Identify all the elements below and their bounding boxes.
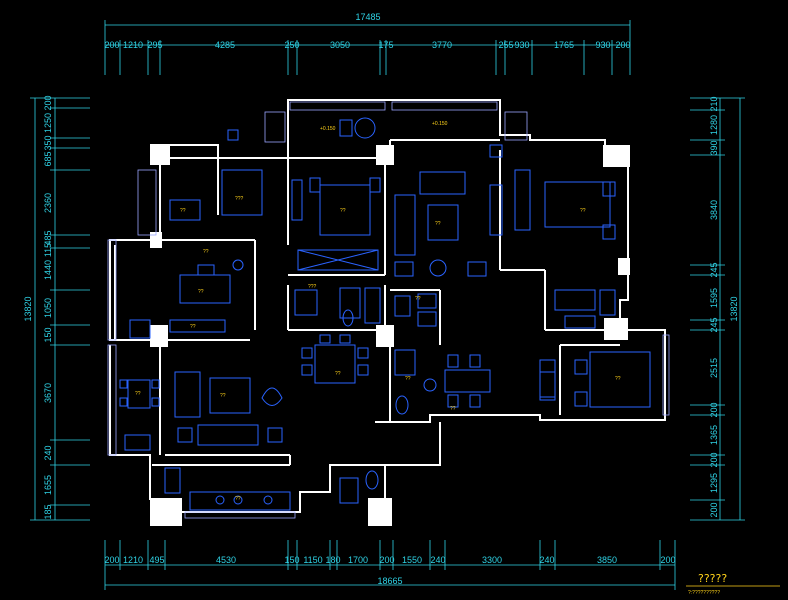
dim-bottom-seg: 180: [325, 555, 340, 565]
dim-right-seg: 200: [709, 452, 719, 467]
room-label: ??: [450, 406, 456, 412]
dim-left-seg: 1655: [43, 475, 53, 495]
dim-left-seg: 240: [43, 445, 53, 460]
dim-left-seg: 150: [43, 327, 53, 342]
dim-bottom-seg: 3300: [482, 555, 502, 565]
dim-right-seg: 1595: [709, 288, 719, 308]
dim-right-seg: 1365: [709, 425, 719, 445]
room-label: ??: [180, 208, 186, 214]
dim-top-seg: 3770: [432, 40, 452, 50]
dim-bottom-seg: 1150: [303, 555, 322, 565]
dim-top-seg: 250: [284, 40, 299, 50]
dim-bottom-seg: 150: [284, 555, 299, 565]
dim-left-total: 13820: [23, 296, 33, 321]
room-label: ??: [615, 376, 621, 382]
dim-right-seg: 390: [709, 140, 719, 155]
room-label: ??: [198, 289, 204, 295]
dim-left-seg: 1440: [43, 260, 53, 280]
dim-top-segments: 200 1210 295 4285 250 3050 175 3770 255 …: [104, 40, 630, 50]
dim-right-seg: 245: [709, 262, 719, 277]
room-label: ??: [203, 249, 209, 255]
room-label: ??: [135, 391, 141, 397]
dim-left-seg: 485: [43, 230, 53, 245]
room-label: ???: [308, 284, 317, 290]
title-stamp: ????? ?:??????????: [686, 572, 780, 596]
room-label: ??: [190, 324, 196, 330]
dimension-lines: [30, 20, 745, 590]
dim-bottom-total: 18665: [377, 576, 402, 586]
dim-bottom-seg: 1550: [402, 555, 422, 565]
room-label: ??: [435, 221, 441, 227]
dim-bottom-seg: 3850: [597, 555, 617, 565]
dim-bottom-segments: 200 1210 495 4530 150 1150 180 1700 200 …: [104, 555, 675, 565]
level-mark: +0.150: [320, 126, 336, 132]
dim-top-seg: 200: [104, 40, 119, 50]
dim-top-seg: 930: [514, 40, 529, 50]
dim-left-seg: 115: [43, 243, 53, 257]
dim-bottom-seg: 240: [539, 555, 554, 565]
room-label: ??: [335, 371, 341, 377]
stamp-title: ?????: [698, 572, 727, 585]
dim-bottom-seg: 1700: [348, 555, 368, 565]
dim-right-seg: 200: [709, 402, 719, 417]
dim-right-seg: 3840: [709, 200, 719, 220]
dim-bottom-seg: 240: [430, 555, 445, 565]
dim-top-seg: 930: [595, 40, 610, 50]
room-labels: +0.150 +0.150 ?? ?? ??? ?? ?? ?? ??? ?? …: [135, 121, 621, 502]
room-label: ??: [340, 208, 346, 214]
room-label: ??: [405, 376, 411, 382]
dim-left-segments: 200 1250 350 685 2360 485 115 1440 1050 …: [43, 95, 53, 519]
furniture: [119, 117, 651, 511]
dim-right-seg: 210: [709, 96, 719, 111]
dim-top-seg: 1210: [123, 40, 143, 50]
windows: [107, 101, 670, 519]
dim-top-seg: 3050: [330, 40, 350, 50]
room-label: ??: [415, 296, 421, 302]
room-label: ??: [235, 496, 241, 502]
dim-left-seg: 350: [43, 135, 53, 150]
level-mark: +0.150: [432, 121, 448, 127]
dim-left-seg: 1050: [43, 298, 53, 318]
dim-top-seg: 295: [147, 40, 162, 50]
dim-bottom-seg: 495: [149, 555, 164, 565]
stamp-scale: ?:??????????: [688, 590, 720, 596]
dim-left-seg: 200: [43, 95, 53, 110]
dim-left-seg: 185: [43, 504, 53, 519]
dim-top-total: 17485: [355, 12, 380, 22]
room-label: ??: [580, 208, 586, 214]
columns: [150, 145, 630, 526]
dim-left-seg: 3670: [43, 383, 53, 403]
dim-bottom-seg: 4530: [216, 555, 236, 565]
dim-top-seg: 1765: [554, 40, 574, 50]
dim-bottom-seg: 200: [379, 555, 394, 565]
dim-top-seg: 175: [378, 40, 393, 50]
dim-right-seg: 1295: [709, 473, 719, 493]
dim-right-seg: 200: [709, 502, 719, 517]
dim-top-seg: 200: [615, 40, 630, 50]
dim-right-total: 13820: [729, 296, 739, 321]
walls: [109, 99, 666, 513]
dim-left-seg: 1250: [43, 113, 53, 133]
dim-bottom-seg: 200: [660, 555, 675, 565]
dim-bottom-seg: 200: [104, 555, 119, 565]
dim-right-seg: 245: [709, 317, 719, 332]
room-label: ???: [235, 196, 244, 202]
dim-right-seg: 1280: [709, 115, 719, 135]
dim-left-seg: 2360: [43, 193, 53, 213]
dim-top-seg: 255: [498, 40, 513, 50]
dim-right-seg: 2515: [709, 358, 719, 378]
dim-top-seg: 4285: [215, 40, 235, 50]
dim-left-seg: 685: [43, 151, 53, 166]
dim-right-segments: 210 1280 390 3840 245 1595 245 2515 200 …: [709, 96, 719, 517]
dim-bottom-seg: 1210: [123, 555, 143, 565]
room-label: ??: [220, 393, 226, 399]
